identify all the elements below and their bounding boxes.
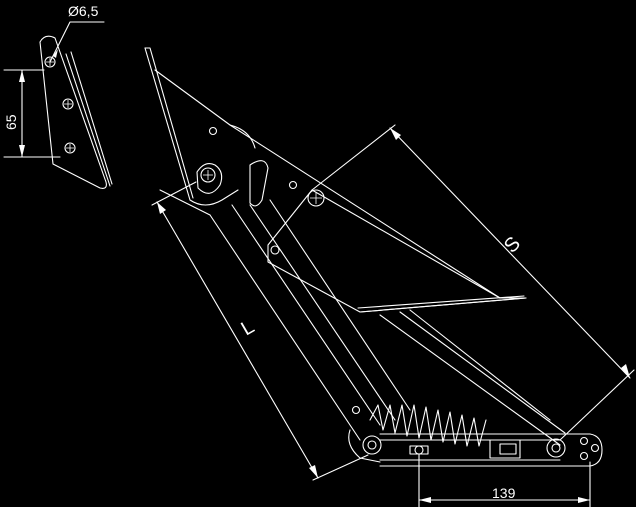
- stroke-dimension: [311, 124, 635, 441]
- stroke-label: S: [500, 233, 525, 258]
- spring: [369, 404, 487, 447]
- arm-assembly: [209, 199, 566, 463]
- base-width-label: 139: [492, 485, 516, 501]
- arm-length-label: L: [238, 316, 259, 341]
- base-width-dimension: [418, 453, 591, 507]
- hole-diameter-label: Ø6,5: [68, 3, 99, 19]
- length-dimension: [151, 181, 369, 481]
- base-rail: [379, 433, 603, 467]
- bracket-height-label: 65: [3, 114, 19, 130]
- mounting-plate-detail: [3, 21, 113, 189]
- upper-bracket: [144, 47, 527, 313]
